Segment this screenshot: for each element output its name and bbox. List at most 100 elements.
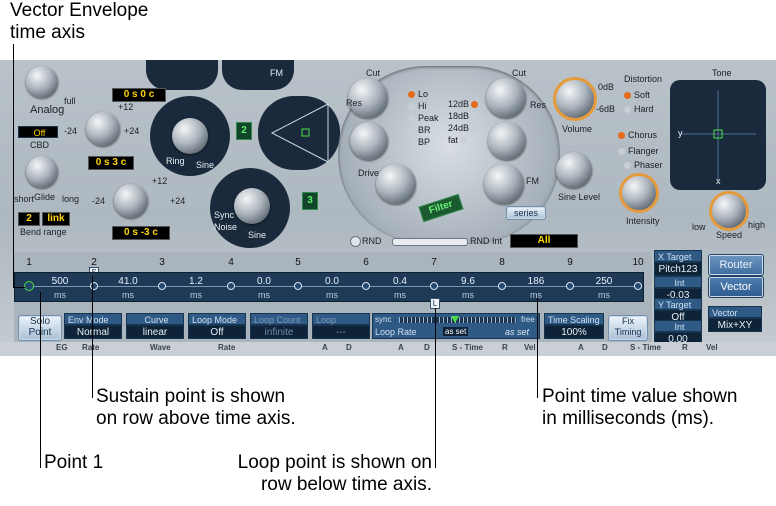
osc3-noise-label: Noise	[214, 222, 238, 232]
osc3-wave-knob[interactable]	[234, 188, 270, 224]
osc2-wave-knob[interactable]	[172, 118, 208, 154]
rnd-button-icon[interactable]	[350, 236, 361, 247]
time-point-node-2[interactable]	[90, 282, 98, 290]
analog-knob[interactable]	[26, 66, 58, 98]
fix-timing-button[interactable]: Fix Timing	[608, 315, 648, 341]
time-unit-5: ms	[326, 290, 338, 300]
time-value-3[interactable]: 1.2	[189, 276, 203, 287]
time-value-7[interactable]: 9.6	[461, 276, 475, 287]
osc2-number[interactable]: 2	[236, 122, 252, 140]
osc1-tune[interactable]: 0 s 0 c	[112, 88, 166, 102]
vector-mode-field[interactable]: Mix+XY	[708, 318, 762, 332]
led-on-icon	[624, 91, 631, 99]
env-mode-header[interactable]: Env Mode	[64, 313, 122, 325]
filter1-res-knob[interactable]	[350, 122, 388, 160]
rnd-target-dropdown[interactable]: All	[510, 234, 578, 248]
filter2-fm-knob[interactable]	[484, 164, 524, 204]
bend-range-down[interactable]: 2	[18, 212, 40, 226]
rnd-int-slider[interactable]	[392, 238, 468, 246]
fx-flanger[interactable]: Flanger	[618, 146, 659, 156]
vector-mode-header[interactable]: Vector Mode	[708, 306, 762, 330]
slope-fat[interactable]: fat	[448, 134, 484, 146]
loop-rate-panel[interactable]: sync free Loop Rate as set as set	[372, 313, 540, 339]
intensity-knob[interactable]	[622, 176, 656, 210]
osc3-sync-label: Sync	[214, 210, 235, 220]
x-target-field[interactable]: Pitch123	[654, 262, 702, 276]
distortion-soft[interactable]: Soft	[624, 90, 650, 100]
time-value-8[interactable]: 186	[527, 276, 545, 287]
vector-button[interactable]: Vector	[708, 276, 764, 298]
time-value-4[interactable]: 0.0	[257, 276, 271, 287]
osc3-tune[interactable]: 0 s -3 c	[112, 226, 170, 240]
loop-smooth-field: ---	[312, 325, 370, 339]
glide-short-label: short	[14, 194, 35, 204]
time-point-node-6[interactable]	[362, 282, 370, 290]
time-axis[interactable]	[14, 272, 644, 302]
osc2-pitch-knob[interactable]	[86, 112, 120, 146]
y-target-header[interactable]: Y Target	[654, 298, 702, 310]
leader-vector-axis-h	[13, 287, 25, 288]
filter-type-bp[interactable]: BP	[408, 136, 448, 148]
glide-knob[interactable]	[26, 156, 58, 188]
filter-type-peak[interactable]: Peak	[408, 112, 448, 124]
time-point-node-4[interactable]	[227, 282, 235, 290]
osc3-pitch-knob[interactable]	[114, 184, 148, 218]
led-off-icon	[618, 147, 625, 155]
time-scaling-field[interactable]: 100%	[544, 325, 604, 339]
time-point-node-7[interactable]	[430, 282, 438, 290]
vector-xy-pad[interactable]: y x	[670, 80, 766, 190]
series-button[interactable]: series	[506, 206, 546, 220]
time-value-2[interactable]: 41.0	[118, 276, 138, 287]
time-point-node-3[interactable]	[158, 282, 166, 290]
osc1-fm-label: FM	[270, 68, 283, 78]
osc-mix-triangle[interactable]	[258, 96, 340, 170]
filter-type-br[interactable]: BR	[408, 124, 448, 136]
distortion-hard[interactable]: Hard	[624, 104, 654, 114]
fx-chorus[interactable]: Chorus	[618, 130, 657, 140]
filter-type-lo[interactable]: Lo	[408, 88, 448, 100]
time-point-node-8[interactable]	[498, 282, 506, 290]
time-scaling-header[interactable]: Time Scaling	[544, 313, 604, 325]
sine-level-knob[interactable]	[556, 152, 592, 188]
filter1-cutoff-knob[interactable]	[348, 78, 388, 118]
filter2-res-knob[interactable]	[488, 122, 526, 160]
osc2-sine-label: Sine	[196, 160, 215, 170]
time-value-9[interactable]: 250	[595, 276, 613, 287]
slope-24db[interactable]: 24dB	[448, 122, 484, 134]
router-button[interactable]: Router	[708, 254, 764, 276]
bend-range-link[interactable]: link	[42, 212, 70, 226]
curve-header[interactable]: Curve	[126, 313, 184, 325]
callout-vector-axis: Vector Envelope time axis	[10, 0, 149, 43]
intensity-label: Intensity	[626, 216, 660, 226]
slope-12db[interactable]: 12dB	[448, 98, 484, 110]
x-target-header[interactable]: X Target	[654, 250, 702, 262]
loop-mode-field[interactable]: Off	[188, 325, 246, 339]
axis-point-8: 8	[499, 257, 505, 268]
cbd-dropdown[interactable]: Off	[18, 126, 58, 138]
filter2-cutoff-knob[interactable]	[486, 78, 526, 118]
osc1-waveform-display[interactable]	[146, 60, 218, 90]
time-point-node-1[interactable]	[24, 281, 34, 291]
time-value-1[interactable]: 500	[51, 276, 69, 287]
slope-18db[interactable]: 18dB	[448, 110, 484, 122]
time-value-6[interactable]: 0.4	[393, 276, 407, 287]
loop-rate-handle-icon[interactable]	[451, 316, 459, 323]
bottom-a-label-2: A	[398, 343, 404, 352]
time-point-node-9[interactable]	[566, 282, 574, 290]
fx-phaser[interactable]: Phaser	[624, 160, 663, 170]
axis-point-4: 4	[228, 257, 234, 268]
osc1-fm-display[interactable]	[222, 60, 294, 90]
volume-knob[interactable]	[556, 80, 594, 118]
filter-type-hi[interactable]: Hi	[408, 100, 448, 112]
time-point-node-10[interactable]	[634, 282, 642, 290]
filter1-drive-knob[interactable]	[376, 164, 416, 204]
time-point-node-5[interactable]	[294, 282, 302, 290]
crosshair-icon	[680, 90, 756, 180]
curve-field[interactable]: linear	[126, 325, 184, 339]
speed-knob[interactable]	[712, 194, 746, 228]
osc2-tune[interactable]: 0 s 3 c	[88, 156, 134, 170]
osc3-number[interactable]: 3	[302, 192, 318, 210]
loop-mode-header[interactable]: Loop Mode	[188, 313, 246, 325]
env-mode-field[interactable]: Normal	[64, 325, 122, 339]
time-value-5[interactable]: 0.0	[325, 276, 339, 287]
